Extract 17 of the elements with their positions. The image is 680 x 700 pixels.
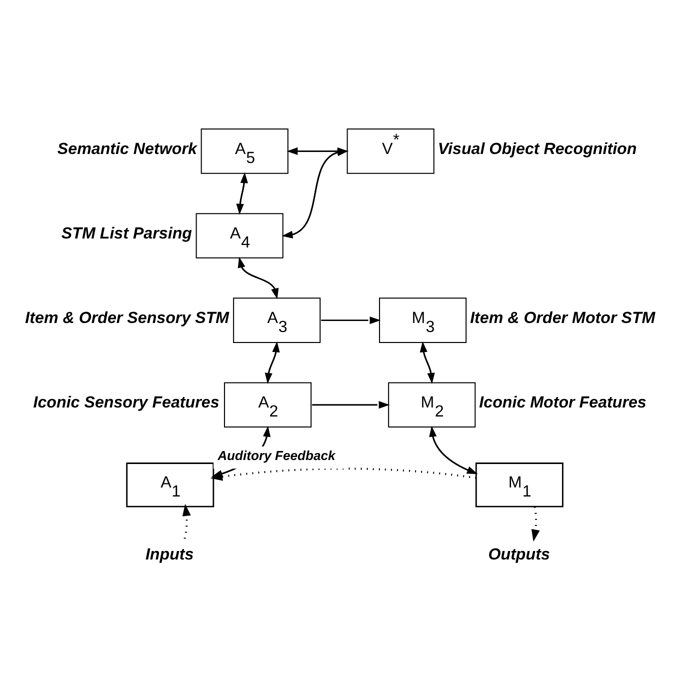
- node-label: Visual Object Recognition: [438, 140, 637, 158]
- arrow: [420, 341, 433, 382]
- arrow: [267, 341, 280, 382]
- node-text: Outputs: [488, 546, 550, 564]
- node-text: Inputs: [145, 546, 194, 564]
- node-label: Iconic Motor Features: [479, 394, 646, 412]
- node-label: Iconic Sensory Features: [33, 394, 220, 412]
- edge-label: Auditory Feedback: [218, 448, 336, 463]
- arrow: [312, 401, 390, 409]
- node-label: Item & Order Motor STM: [470, 309, 656, 328]
- arrow: [182, 504, 191, 539]
- node-label: STM List Parsing: [61, 224, 192, 243]
- arrow: [531, 506, 540, 542]
- node-label: Semantic Network: [57, 140, 197, 158]
- arrow: [321, 316, 381, 324]
- node-label: Item & Order Sensory STM: [25, 309, 230, 328]
- arrow: [238, 172, 248, 213]
